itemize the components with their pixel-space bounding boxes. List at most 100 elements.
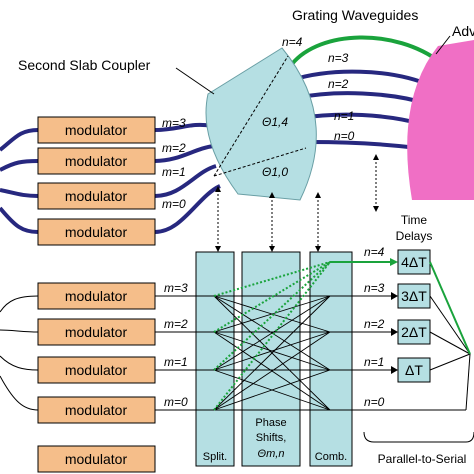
bottom-n-label-0: n=0 [364,395,385,409]
top-m-label-1: m=1 [162,165,186,179]
bottom-input-line [0,355,39,371]
crossing-line [213,369,331,411]
phase-label-3: Θm,n [258,448,285,460]
bottom-n-label-4: n=4 [364,245,385,259]
delay-box-2 [397,319,431,345]
bottom-output-lines [155,295,214,411]
input-waveguide-edge-2 [0,188,39,198]
awg-title-partial: Adv [452,23,474,39]
correspondence-arrows [217,158,377,248]
crossing-line [213,295,331,371]
second-slab-coupler-title: Second Slab Coupler [18,57,151,73]
top-modulator-m0 [37,218,156,246]
arrowhead [269,246,275,252]
bottom-modulator-label: modulator [65,362,128,378]
grating-n-label-2: n=2 [328,77,349,91]
phase-label-2: Shifts, [256,432,287,444]
delay-output-line [465,353,471,411]
bottom-modulator-label: modulator [65,402,128,418]
bottom-n-label-1: n=1 [364,355,384,369]
green-dotted-lines [213,261,331,411]
input-waveguide-m0 [154,184,221,234]
phase-label-1: Phase [255,417,286,429]
bottom-n-label-3: n=3 [364,281,385,295]
bottom-n-label-2: n=2 [364,317,385,331]
top-modulator-label: modulator [65,153,128,169]
grating-n-label-3: n=3 [328,51,349,65]
delay-label: 3ΔT [401,288,427,304]
bottom-input-line [0,375,39,411]
input-waveguide-m2 [154,144,215,163]
delay-label: 2ΔT [401,324,427,340]
green-dotted-line [213,261,331,371]
grating-waveguide-n0 [309,140,419,150]
delay-box-4 [397,249,431,275]
grating-waveguide-n1 [299,112,423,126]
correspondence-arrowheads [215,154,379,252]
green-dotted-line [213,261,331,333]
arrowhead [315,246,321,252]
grating-waveguides-title: Grating Waveguides [292,7,418,23]
delay-arrowheads [391,292,398,374]
split-block [195,251,235,467]
bottom-m-label-0: m=0 [164,395,188,409]
bottom-modulators: modulator modulator modulator modulator … [37,282,156,473]
input-waveguides [0,122,221,234]
crossing-line [213,295,331,411]
split-label: Split. [203,451,227,463]
bottom-m-label-3: m=3 [164,281,188,295]
top-modulator-label: modulator [65,224,128,240]
arrowhead [391,328,398,336]
input-waveguide-edge-1 [0,159,39,172]
crossing-line [213,331,331,411]
bottom-modulator-m1 [37,356,156,384]
parallel-to-serial-label: Parallel-to-Serial [378,452,467,466]
slab-dashed-theta14 [213,55,289,177]
delay-box-3 [397,283,431,309]
delay-boxes: 4ΔT 3ΔT 2ΔT ΔT [397,249,431,383]
bottom-modulator-m0 [37,396,156,424]
grating-n-label-4: n=4 [282,35,303,49]
comb-block [309,251,353,467]
green-convergence-line [429,261,471,355]
arrowhead [391,292,398,300]
grating-waveguide-n4-green [290,35,442,66]
crossing-line [213,295,331,333]
top-modulator-m2 [37,147,156,175]
top-m-label-3: m=3 [162,116,186,130]
time-delays-label-1: Time [401,213,428,227]
bottom-input-line [0,295,39,313]
top-modulator-label: modulator [65,188,128,204]
delay-output-line [429,353,471,371]
top-m-label-0: m=0 [162,197,186,211]
delay-input-lines [330,295,466,411]
arrowhead [269,192,275,198]
green-arrowhead [390,258,398,266]
arrowhead [373,154,379,160]
arrowhead [391,366,398,374]
bottom-m-label-1: m=1 [164,355,188,369]
bottom-modulator-m2 [37,318,156,346]
comb-label: Comb. [315,451,347,463]
arrowhead [373,206,379,212]
bottom-input-lines [0,295,39,411]
green-dotted-line [213,261,331,411]
delay-output-line [429,331,471,355]
delay-label: ΔT [405,362,423,378]
slab-dashed-theta10 [213,147,307,177]
crossing-line [213,331,331,371]
top-m-label-2: m=2 [162,141,186,155]
bottom-modulator-m3 [37,282,156,310]
delay-output-lines [429,261,471,411]
arrowhead [215,246,221,252]
parallel-to-serial-bracket [363,431,474,443]
arrowhead [215,186,221,192]
input-waveguide-edge-0 [0,128,39,152]
bottom-m-label-2: m=2 [164,317,188,331]
top-modulator-m1 [37,182,156,210]
delay-output-line [429,295,471,355]
theta-10-label: Θ1,0 [262,165,288,179]
second-slab-pointer [175,67,215,95]
bottom-modulator-label: modulator [65,451,128,467]
